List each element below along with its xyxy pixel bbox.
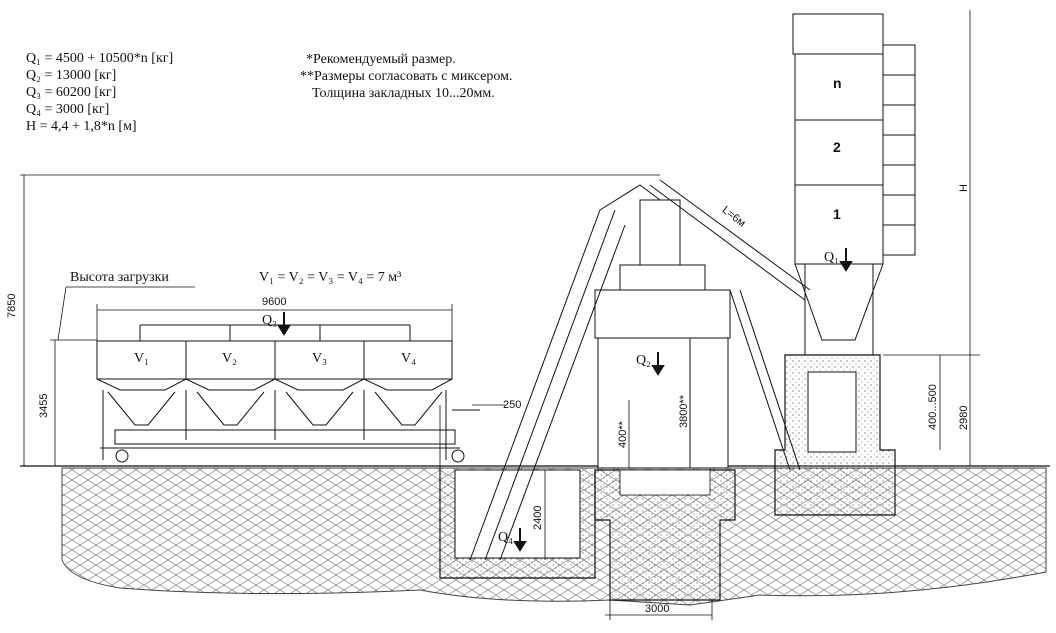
silo-section-2: 2 [833, 139, 841, 155]
dim-offset-250: 250 [503, 399, 522, 411]
silo-section-n: n [833, 75, 842, 91]
volumes-label: V₁ = V₂ = V₃ = V₄ = 7 м³ [259, 270, 402, 285]
loading-height-label: Высота загрузки [70, 270, 169, 285]
silo [792, 13, 916, 355]
flow-arrows [277, 248, 853, 552]
formula-h: H = 4,4 + 1,8*n [м] [26, 119, 137, 134]
conveyor-pit [439, 469, 596, 579]
bin-v4-label: V₄ [401, 351, 416, 366]
formula-q4: Q₄ = 3000 [кг] [26, 102, 110, 117]
formula-q3: Q₃ = 60200 [кг] [26, 85, 117, 100]
bin-v2-label: V₂ [222, 351, 237, 366]
note-recommended: *Рекомендуемый размер. [306, 52, 456, 67]
dimension-lines [20, 10, 1000, 620]
q2-arrow-label: Q₂ [636, 353, 651, 368]
bin-v1-label: V₁ [134, 351, 149, 366]
dim-pit-width: 3000 [645, 603, 670, 615]
silo-foundation [774, 354, 896, 516]
mixer-unit [594, 179, 811, 471]
dim-silo-h: H [958, 184, 970, 192]
dim-pit-depth: 2400 [532, 505, 544, 530]
bin-v3-label: V₃ [312, 351, 327, 366]
formula-q1: Q₁ = 4500 + 10500*n [кг] [26, 51, 174, 66]
q1-arrow-label: Q₁ [824, 250, 839, 265]
mixer-foundation [594, 469, 736, 601]
formula-q2: Q₂ = 13000 [кг] [26, 68, 117, 83]
note-mixer: **Размеры согласовать с миксером. [300, 69, 513, 84]
skip-ramp [469, 184, 661, 561]
dim-hopper-height: 3455 [38, 393, 50, 418]
dim-3800: 3800** [678, 394, 690, 428]
dim-2980: 2980 [958, 405, 970, 430]
dim-overall-height: 7850 [6, 293, 18, 318]
aggregate-bins [96, 324, 480, 463]
note-thickness: Толщина закладных 10...20мм. [312, 86, 495, 101]
dim-bin-width: 9600 [262, 296, 287, 308]
q3-arrow-label: Q₃ [262, 313, 277, 328]
silo-section-1: 1 [833, 206, 841, 222]
q4-arrow-label: Q₄ [498, 530, 513, 545]
dim-400-500: 400...500 [927, 384, 939, 430]
dim-400: 400** [617, 421, 629, 448]
